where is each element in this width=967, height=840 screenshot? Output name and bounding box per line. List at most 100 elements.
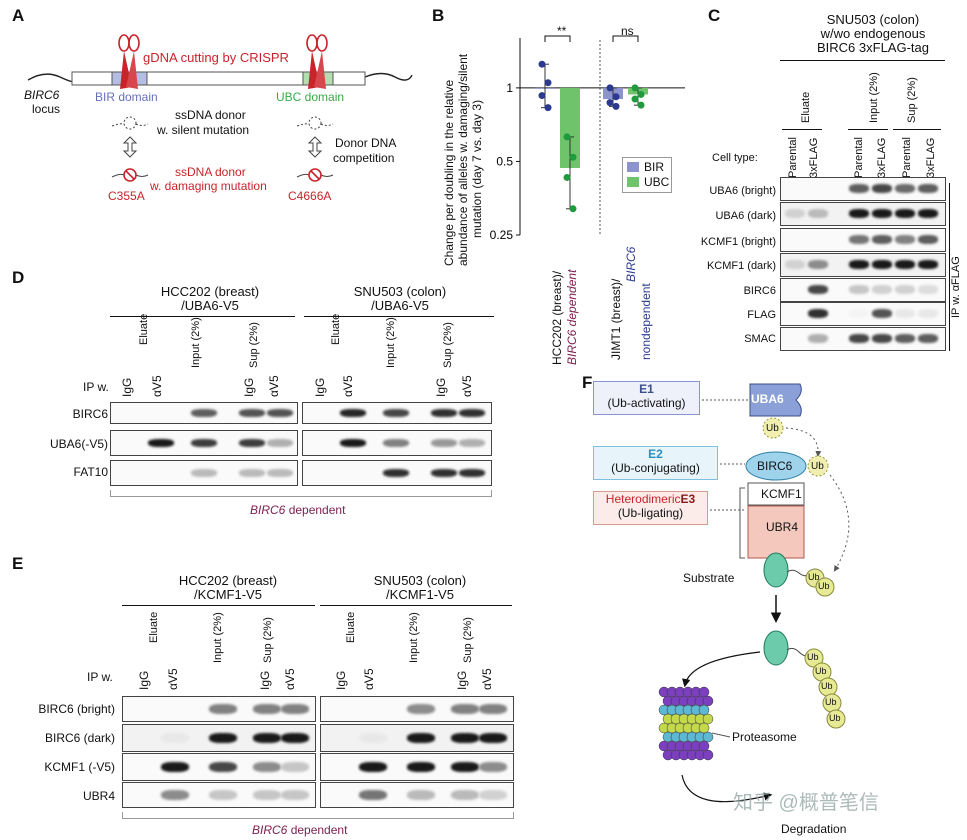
- d-group-eluate: Eluate: [138, 313, 150, 345]
- band: [459, 409, 485, 417]
- band: [918, 184, 938, 193]
- d-lane-αV5: αV5: [460, 375, 474, 397]
- uba6-label: UBA6: [751, 392, 784, 406]
- band: [161, 733, 189, 743]
- b-ylabel-1: Change per doubling in the relative: [442, 79, 456, 266]
- locus-gene: BIRC6: [24, 88, 60, 102]
- c-header-3: BIRC6 3xFLAG-tag: [817, 40, 929, 55]
- damage-donor-l2: w. damaging mutation: [150, 179, 267, 193]
- y-tick-label: 1: [506, 81, 513, 95]
- panel-d-letter: D: [12, 268, 25, 287]
- band: [191, 469, 217, 477]
- mutation-left: C355A: [108, 189, 145, 203]
- d-row-birc6: BIRC6: [72, 407, 108, 421]
- y-tick-label: 0.5: [496, 154, 513, 168]
- d-group-input: Input (2%): [385, 317, 397, 368]
- panel-f-letter: F: [582, 373, 593, 392]
- no-icon-right: [308, 168, 322, 182]
- proteasome-subunit: [698, 722, 710, 734]
- ub-6: Ub: [815, 666, 827, 676]
- band: [479, 762, 507, 772]
- band: [209, 762, 237, 772]
- band: [895, 285, 915, 294]
- e-row-birc6-bright: BIRC6 (bright): [38, 702, 115, 716]
- locus-word: locus: [32, 102, 61, 116]
- c-lane-4: 3xFLAG: [876, 137, 888, 178]
- e-row-birc6-dark: BIRC6 (dark): [44, 731, 115, 745]
- band: [451, 733, 479, 743]
- band: [849, 184, 869, 193]
- band: [267, 439, 293, 447]
- band: [808, 309, 828, 318]
- band: [918, 235, 938, 244]
- e-lane-αV5: αV5: [480, 668, 494, 690]
- proteasome-subunit: [702, 695, 714, 707]
- e-right-blot-0: [320, 696, 514, 722]
- data-point: [563, 133, 571, 141]
- band: [849, 285, 869, 294]
- band: [895, 309, 915, 318]
- band: [281, 704, 309, 714]
- sig-dependent: **: [557, 24, 567, 38]
- c-group-sup: Sup (2%): [906, 77, 918, 123]
- band: [383, 469, 409, 477]
- mutation-right: C4666A: [288, 189, 332, 203]
- band: [407, 762, 435, 772]
- c-blot-row-0: [780, 177, 946, 201]
- band: [209, 704, 237, 714]
- c-blot-row-6: [780, 327, 946, 351]
- substrate-label: Substrate: [683, 571, 735, 585]
- band: [253, 733, 281, 743]
- e-group-input: Input (2%): [408, 612, 420, 663]
- band: [459, 439, 485, 447]
- d-left-blot-2: [110, 460, 298, 486]
- e-left-title-2: /KCMF1-V5: [194, 587, 262, 602]
- c-row-uba6-bright: UBA6 (bright): [709, 185, 776, 197]
- data-point: [612, 102, 620, 110]
- band: [340, 439, 366, 447]
- band: [209, 790, 237, 800]
- b-xlabel-2a: JIMT1 (breast)/: [609, 278, 623, 360]
- data-point: [637, 101, 645, 109]
- band: [872, 285, 892, 294]
- d-right-title-2: /UBA6-V5: [371, 298, 429, 313]
- b-xlabel-1b: BIRC6 dependent: [565, 269, 579, 365]
- ub-8: Ub: [825, 697, 837, 707]
- proteasome-subunit: [698, 740, 710, 752]
- e-group-input: Input (2%): [212, 612, 224, 663]
- proteasome-icon: [658, 686, 714, 761]
- band: [281, 790, 309, 800]
- e-left-blot-0: [122, 696, 316, 722]
- birc6-label: BIRC6: [757, 459, 793, 473]
- e-right-title-1: SNU503 (colon): [373, 573, 467, 588]
- ubiquitin-pathway-diagram: [658, 383, 850, 803]
- c-group-input: Input (2%): [868, 72, 880, 123]
- band: [479, 704, 507, 714]
- proteasome-label: Proteasome: [732, 730, 797, 744]
- proteasome-subunit: [702, 713, 714, 725]
- band: [340, 409, 366, 417]
- d-lane-αV5: αV5: [267, 375, 281, 397]
- d-left-blot-1: [110, 430, 298, 456]
- band: [253, 762, 281, 772]
- band: [785, 209, 805, 218]
- ub-3: Ub: [808, 572, 820, 582]
- c-row-kcmf1-dark: KCMF1 (dark): [706, 260, 776, 272]
- c-lane-6: 3xFLAG: [925, 137, 937, 178]
- d-right-blot-0: [302, 402, 492, 424]
- band: [431, 409, 457, 417]
- c-row-flag: FLAG: [747, 309, 776, 321]
- ub-1: Ub: [766, 423, 779, 434]
- band: [209, 733, 237, 743]
- e2-box: E2(Ub-conjugating): [593, 446, 718, 480]
- e-lane-αV5: αV5: [166, 668, 180, 690]
- proteasome-subunit: [698, 686, 710, 698]
- data-point: [563, 173, 571, 181]
- degradation-label: Degradation: [781, 822, 847, 836]
- data-point: [612, 93, 620, 101]
- proteasome-subunit: [702, 731, 714, 743]
- c-blot-row-2: [780, 228, 946, 252]
- proteasome-subunit: [698, 704, 710, 716]
- crispr-schematic: [27, 34, 413, 182]
- proteasome-subunit: [702, 749, 714, 761]
